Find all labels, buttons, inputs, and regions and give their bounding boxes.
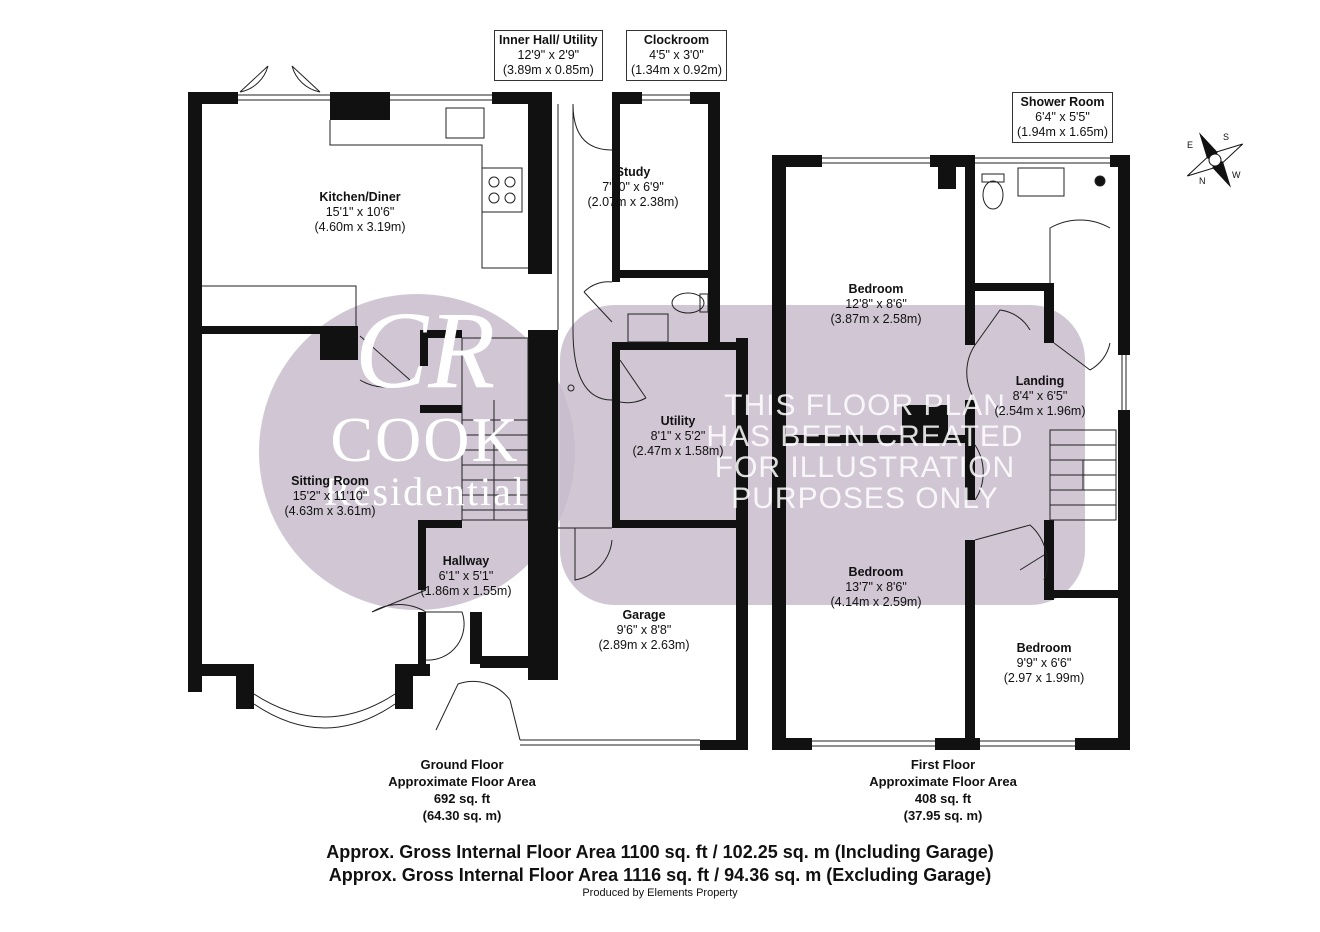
room-dims: 15'1" x 10'6" xyxy=(325,205,395,219)
room-dims: 12'9" x 2'9" xyxy=(517,48,580,62)
floor-title: Ground Floor xyxy=(420,757,504,772)
floor-area-sqft: 408 sq. ft xyxy=(914,791,972,806)
room-label-bedroom-1: Bedroom 12'8" x 8'6" (3.87m x 2.58m) xyxy=(830,282,921,327)
room-metric: (1.86m x 1.55m) xyxy=(420,584,512,598)
room-dims: 6'4" x 5'5" xyxy=(1035,110,1090,124)
room-metric: (2.89m x 2.63m) xyxy=(598,638,690,652)
room-metric: (2.97 x 1.99m) xyxy=(1003,671,1085,685)
watermark-notice-line: HAS BEEN CREATED xyxy=(706,420,1024,453)
room-dims: 8'4" x 6'5" xyxy=(1012,389,1068,403)
room-metric: (3.87m x 2.58m) xyxy=(830,312,922,326)
room-dims: 8'1" x 5'2" xyxy=(650,429,706,443)
ground-floor-caption: Ground Floor Approximate Floor Area 692 … xyxy=(388,756,536,824)
room-name: Garage xyxy=(622,608,666,622)
room-label-landing: Landing 8'4" x 6'5" (2.54m x 1.96m) xyxy=(994,374,1085,419)
room-name: Bedroom xyxy=(1016,641,1072,655)
watermark-notice-line: PURPOSES ONLY xyxy=(731,482,999,515)
room-name: Utility xyxy=(660,414,696,428)
room-dims: 6'1" x 5'1" xyxy=(438,569,494,583)
room-label-sitting-room: Sitting Room 15'2" x 11'10" (4.63m x 3.6… xyxy=(284,474,375,519)
room-name: Sitting Room xyxy=(291,474,369,488)
room-dims: 12'8" x 8'6" xyxy=(845,297,907,311)
room-label-study: Study 7'10" x 6'9" (2.07m x 2.38m) xyxy=(587,165,678,210)
floor-area-sqm: (37.95 sq. m) xyxy=(903,808,983,823)
room-dims: 9'9" x 6'6" xyxy=(1016,656,1072,670)
watermark-monogram: CR xyxy=(354,289,496,411)
room-name: Clockroom xyxy=(643,33,710,47)
watermark-banner xyxy=(560,305,1085,605)
room-name: Study xyxy=(615,165,651,179)
room-label-kitchen-diner: Kitchen/Diner 15'1" x 10'6" (4.60m x 3.1… xyxy=(314,190,405,235)
watermark-logo: CR COOK Residential xyxy=(250,290,600,514)
producer-credit: Produced by Elements Property xyxy=(582,887,738,899)
room-label-bedroom-3: Bedroom 9'9" x 6'6" (2.97 x 1.99m) xyxy=(1004,641,1085,686)
compass-letter-n: N xyxy=(1199,176,1206,186)
gross-area-excluding-garage: Approx. Gross Internal Floor Area 1116 s… xyxy=(328,865,992,885)
room-name: Shower Room xyxy=(1020,95,1105,109)
room-metric: (4.60m x 3.19m) xyxy=(314,220,406,234)
gross-area-including-garage: Approx. Gross Internal Floor Area 1100 s… xyxy=(326,842,994,862)
room-label-utility: Utility 8'1" x 5'2" (2.47m x 1.58m) xyxy=(632,414,723,459)
watermark-brand-sub: Residential xyxy=(324,469,526,514)
callout-inner-hall-utility: Inner Hall/ Utility 12'9" x 2'9" (3.89m … xyxy=(494,30,603,81)
watermark-notice-line: THIS FLOOR PLAN xyxy=(724,389,1006,422)
first-floor-lines xyxy=(812,157,1127,747)
ground-floor-lines xyxy=(202,65,709,746)
room-name: Hallway xyxy=(442,554,490,568)
room-metric: (2.07m x 2.38m) xyxy=(587,195,679,209)
callout-clockroom: Clockroom 4'5" x 3'0" (1.34m x 0.92m) xyxy=(626,30,728,81)
room-label-hallway: Hallway 6'1" x 5'1" (1.86m x 1.55m) xyxy=(420,554,511,599)
room-name: Bedroom xyxy=(848,282,904,296)
room-metric: (4.63m x 3.61m) xyxy=(284,504,376,518)
room-dims: 4'5" x 3'0" xyxy=(649,48,704,62)
floor-area-sqm: (64.30 sq. m) xyxy=(422,808,502,823)
watermark-circle xyxy=(259,294,575,610)
room-dims: 7'10" x 6'9" xyxy=(602,180,664,194)
room-metric: (4.14m x 2.59m) xyxy=(830,595,922,609)
room-dims: 13'7" x 8'6" xyxy=(845,580,907,594)
watermark-brand: COOK xyxy=(330,404,520,475)
watermark-notice: THIS FLOOR PLAN HAS BEEN CREATED FOR ILL… xyxy=(700,390,1030,514)
room-metric: (1.34m x 0.92m) xyxy=(631,63,723,77)
compass-rose xyxy=(1186,132,1244,188)
room-metric: (1.94m x 1.65m) xyxy=(1017,125,1109,139)
room-name: Bedroom xyxy=(848,565,904,579)
compass-letter-e: E xyxy=(1187,140,1194,150)
floor-title: First Floor xyxy=(910,757,976,772)
floor-subtitle: Approximate Floor Area xyxy=(388,774,536,789)
compass-letter-s: S xyxy=(1223,132,1230,142)
floor-subtitle: Approximate Floor Area xyxy=(869,774,1017,789)
first-floor-caption: First Floor Approximate Floor Area 408 s… xyxy=(869,756,1017,824)
room-label-garage: Garage 9'6" x 8'8" (2.89m x 2.63m) xyxy=(598,608,689,653)
watermark-shapes xyxy=(259,294,1085,610)
compass-letter-w: W xyxy=(1232,170,1241,180)
ground-floor-walls xyxy=(188,92,748,750)
room-name: Inner Hall/ Utility xyxy=(499,33,598,47)
room-name: Kitchen/Diner xyxy=(319,190,401,204)
room-name: Landing xyxy=(1015,374,1065,388)
callout-shower-room: Shower Room 6'4" x 5'5" (1.94m x 1.65m) xyxy=(1012,92,1114,143)
floor-area-sqft: 692 sq. ft xyxy=(433,791,491,806)
room-metric: (2.54m x 1.96m) xyxy=(994,404,1086,418)
first-floor-walls xyxy=(772,155,1130,750)
room-label-bedroom-2: Bedroom 13'7" x 8'6" (4.14m x 2.59m) xyxy=(830,565,921,610)
room-metric: (2.47m x 1.58m) xyxy=(632,444,724,458)
watermark-notice-line: FOR ILLUSTRATION xyxy=(714,451,1016,484)
room-dims: 9'6" x 8'8" xyxy=(616,623,672,637)
room-metric: (3.89m x 0.85m) xyxy=(502,63,594,77)
room-dims: 15'2" x 11'10" xyxy=(292,489,368,503)
